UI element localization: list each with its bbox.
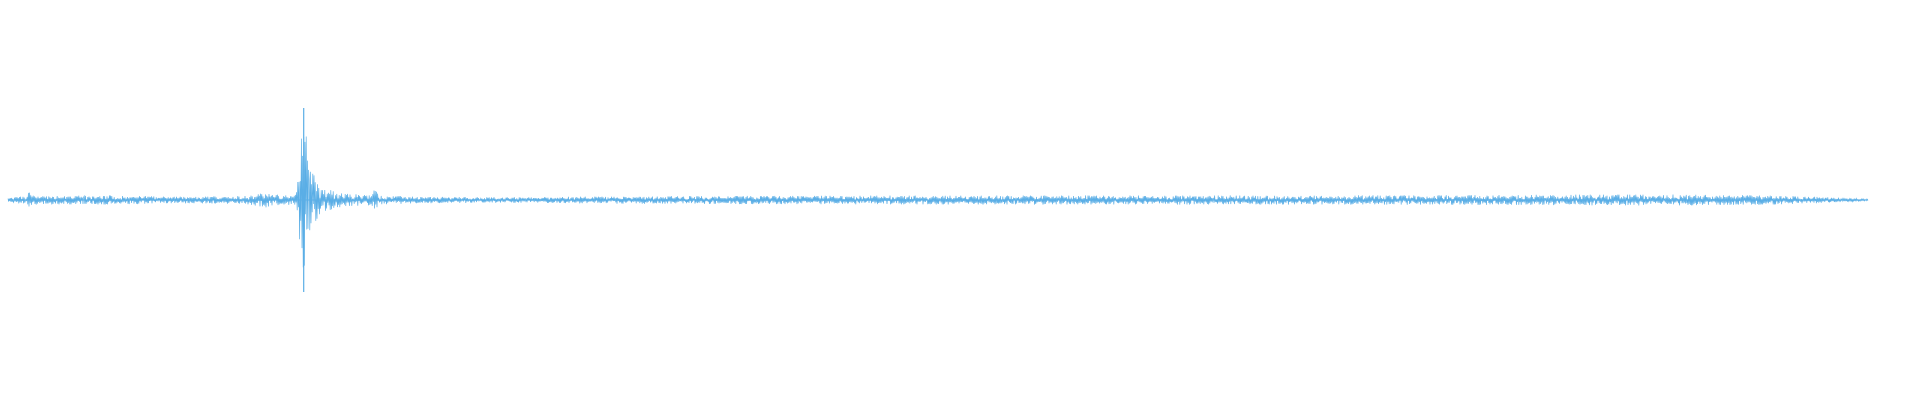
waveform-series-line: [7, 136, 1869, 268]
